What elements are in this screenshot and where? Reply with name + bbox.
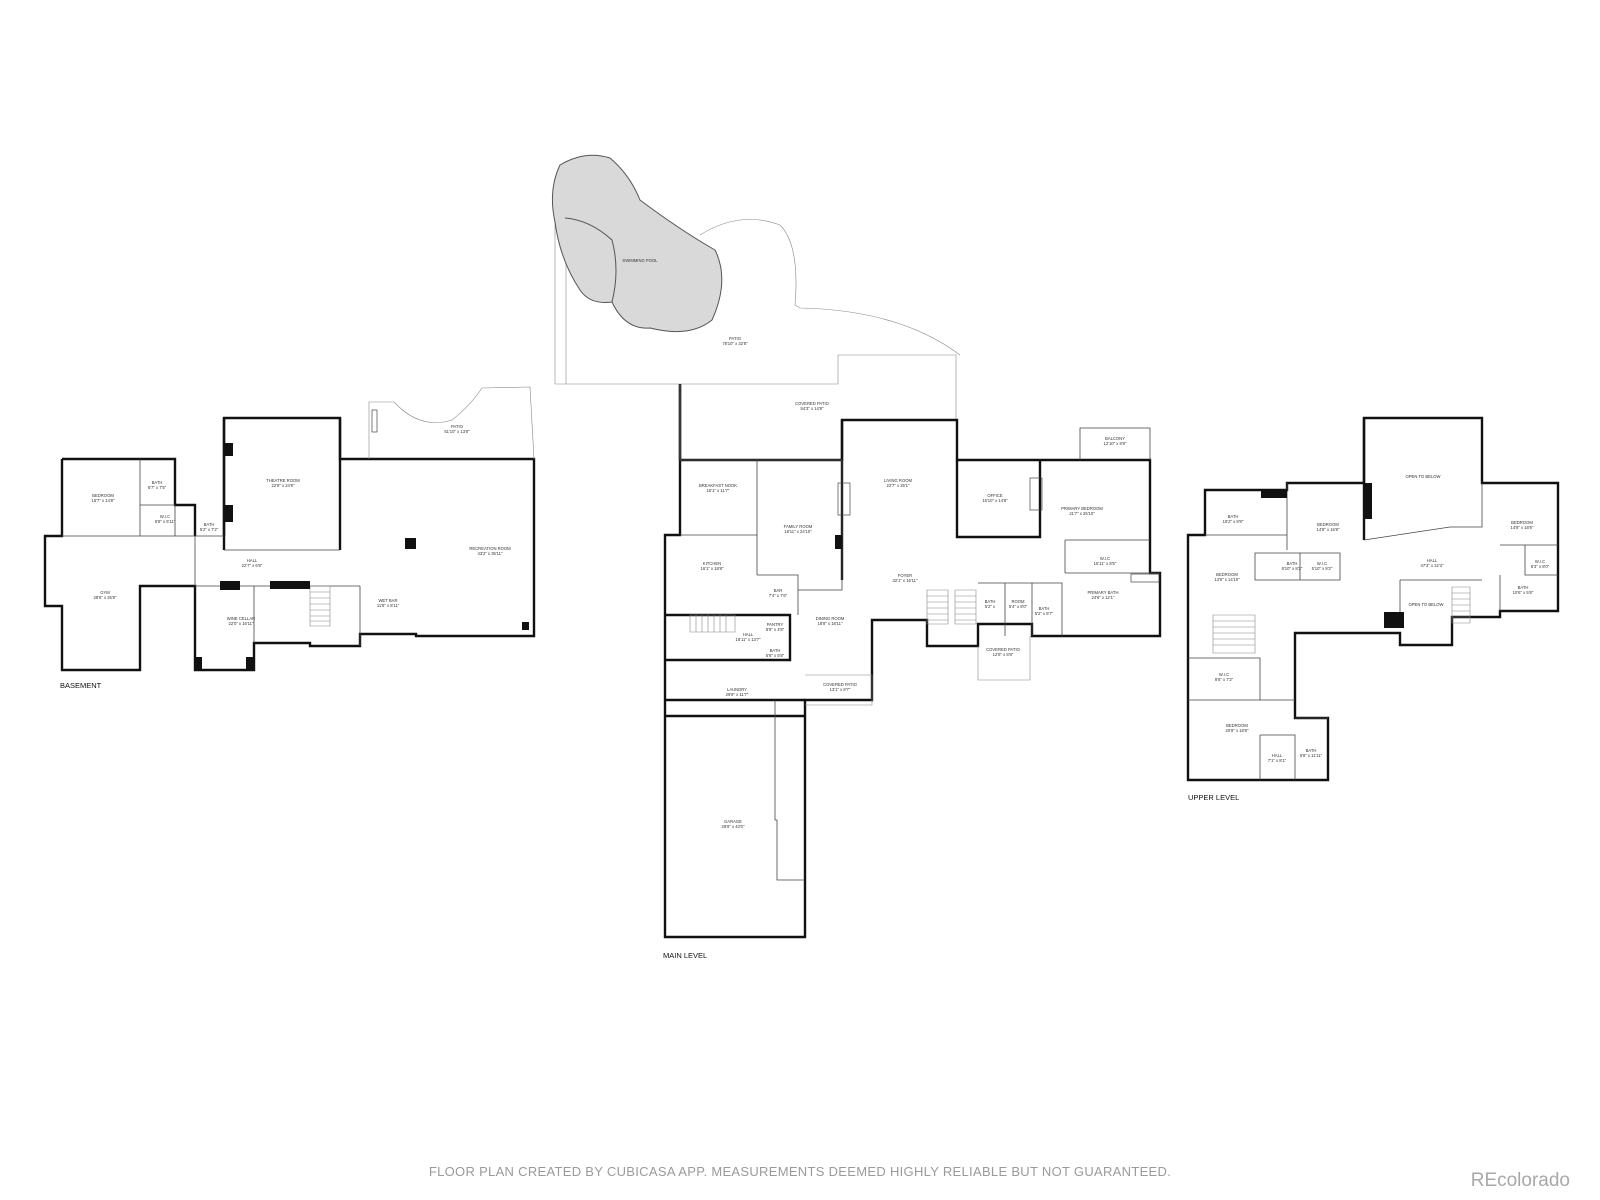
room-label: OPEN TO BELOW <box>1406 474 1441 479</box>
level-label-basement: BASEMENT <box>60 681 102 690</box>
level-label-upper: UPPER LEVEL <box>1188 793 1239 802</box>
room-label: SWIMMING POOL <box>622 258 658 263</box>
basement-stairs <box>309 585 331 627</box>
room-label: OPEN TO BELOW <box>1409 602 1444 607</box>
level-label-main: MAIN LEVEL <box>663 951 707 960</box>
upper-stairs <box>1212 586 1471 654</box>
disclaimer-text: FLOOR PLAN CREATED BY CUBICASA APP. MEAS… <box>428 1164 1172 1179</box>
main-stairs <box>689 589 977 633</box>
brand-logo: REcolorado <box>1470 1170 1570 1191</box>
swimming-pool <box>551 154 723 333</box>
